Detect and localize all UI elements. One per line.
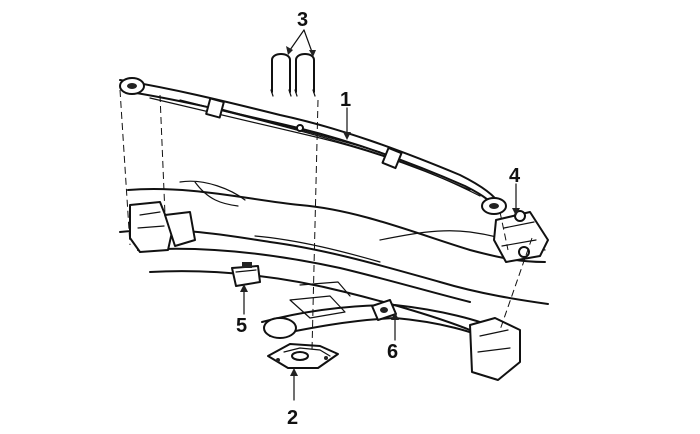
bushing: [371, 299, 397, 321]
callout-2: 2: [287, 407, 298, 429]
callout-4: 4: [509, 165, 521, 187]
callout-5: 5: [236, 315, 247, 337]
leaf-spring: [119, 77, 507, 215]
bump-stop: [231, 262, 261, 287]
shackle: [493, 210, 549, 263]
callout-1: 1: [340, 89, 351, 111]
front-hanger: [129, 201, 196, 253]
callout-3: 3: [297, 9, 308, 31]
spring-seat: [267, 343, 339, 369]
u-bolts: [270, 53, 316, 97]
callout-leaders: [240, 29, 520, 401]
callout-6: 6: [387, 341, 398, 363]
projection-lines: [119, 89, 533, 351]
frame-rail-rear: [137, 230, 546, 331]
frame-rail-front: [119, 180, 549, 305]
rear-hanger: [469, 317, 521, 381]
